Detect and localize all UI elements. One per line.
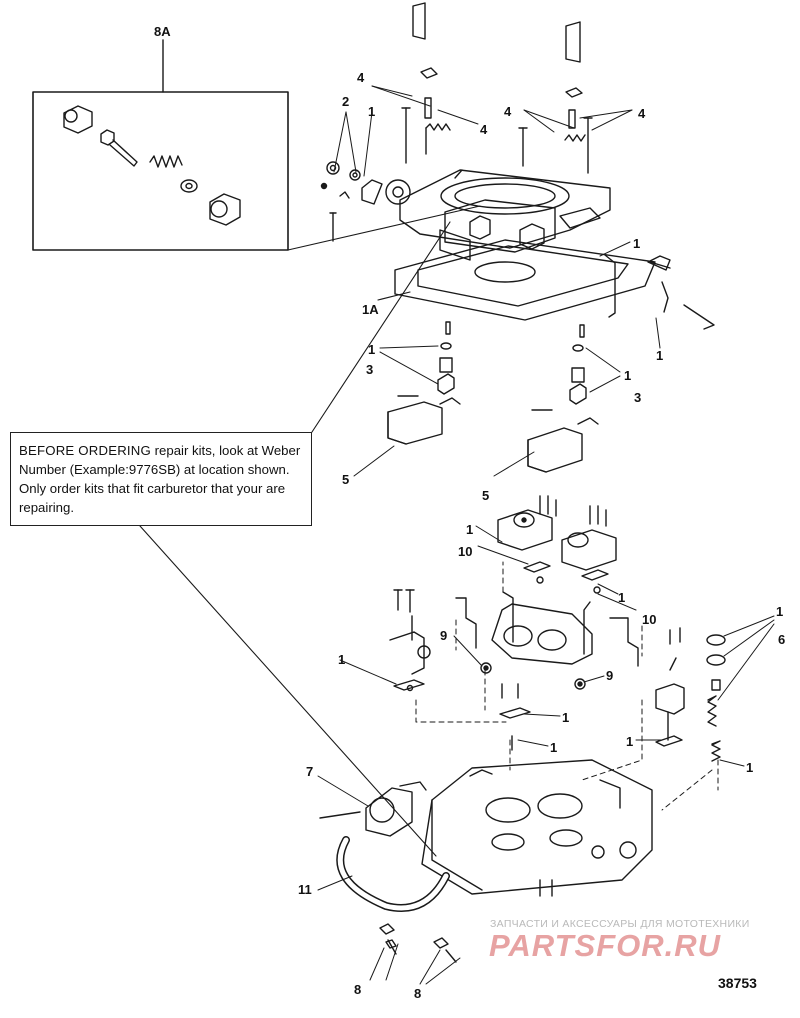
label-1-left-mid: 1 <box>368 342 375 357</box>
label-1-right-mid: 1 <box>624 368 631 383</box>
label-1-pump: 1 <box>466 522 473 537</box>
label-1-mid-a: 1 <box>562 710 569 725</box>
ordering-note: BEFORE ORDERING repair kits, look at Web… <box>10 432 312 526</box>
label-5-right: 5 <box>482 488 489 503</box>
label-4-c: 4 <box>504 104 512 119</box>
center-assembly <box>455 591 639 667</box>
ordering-note-lead: BEFORE ORDERING <box>19 443 151 458</box>
label-1-top: 1 <box>368 104 375 119</box>
label-11: 11 <box>298 882 312 897</box>
label-10-right: 10 <box>642 612 656 627</box>
float-left <box>387 395 461 445</box>
watermark-logo: PARTSFOR.RU <box>489 928 722 963</box>
label-9-right: 9 <box>606 668 613 683</box>
label-3-left: 3 <box>366 362 373 377</box>
label-6: 6 <box>778 632 785 647</box>
label-1-right-a: 1 <box>633 236 640 251</box>
label-1a: 1A <box>362 302 379 317</box>
label-1-spring: 1 <box>746 760 753 775</box>
label-1-left-low: 1 <box>338 652 345 667</box>
air-horn-assembly <box>399 169 611 261</box>
label-4-b: 4 <box>480 122 488 137</box>
label-2: 2 <box>342 94 349 109</box>
label-8-left: 8 <box>354 982 361 997</box>
label-10-left: 10 <box>458 544 472 559</box>
inset-8a-box <box>32 39 289 251</box>
main-carburetor-body <box>421 759 653 897</box>
label-1-pump-right: 1 <box>618 590 625 605</box>
gasket-1a <box>394 239 656 321</box>
label-7: 7 <box>306 764 313 779</box>
pump-assembly-right <box>561 505 617 571</box>
pump-assembly-left <box>497 495 557 551</box>
label-5-left: 5 <box>342 472 349 487</box>
label-1-right-b: 1 <box>656 348 663 363</box>
label-8-right: 8 <box>414 986 421 1001</box>
label-1-mid-b: 1 <box>550 740 557 755</box>
watermark-tagline: ЗАПЧАСТИ И АКСЕССУАРЫ ДЛЯ МОТОТЕХНИКИ <box>490 918 750 930</box>
label-3-right: 3 <box>634 390 641 405</box>
ordering-note-text: repair kits, look at Weber Number (Examp… <box>19 443 301 515</box>
label-1-right-low: 1 <box>626 734 633 749</box>
float-right <box>527 409 599 473</box>
inset-label: 8A <box>154 24 171 39</box>
figure-number: 38753 <box>718 975 757 991</box>
label-1-far-right: 1 <box>776 604 783 619</box>
label-4-a: 4 <box>357 70 365 85</box>
label-9-left: 9 <box>440 628 447 643</box>
label-4-d: 4 <box>638 106 646 121</box>
